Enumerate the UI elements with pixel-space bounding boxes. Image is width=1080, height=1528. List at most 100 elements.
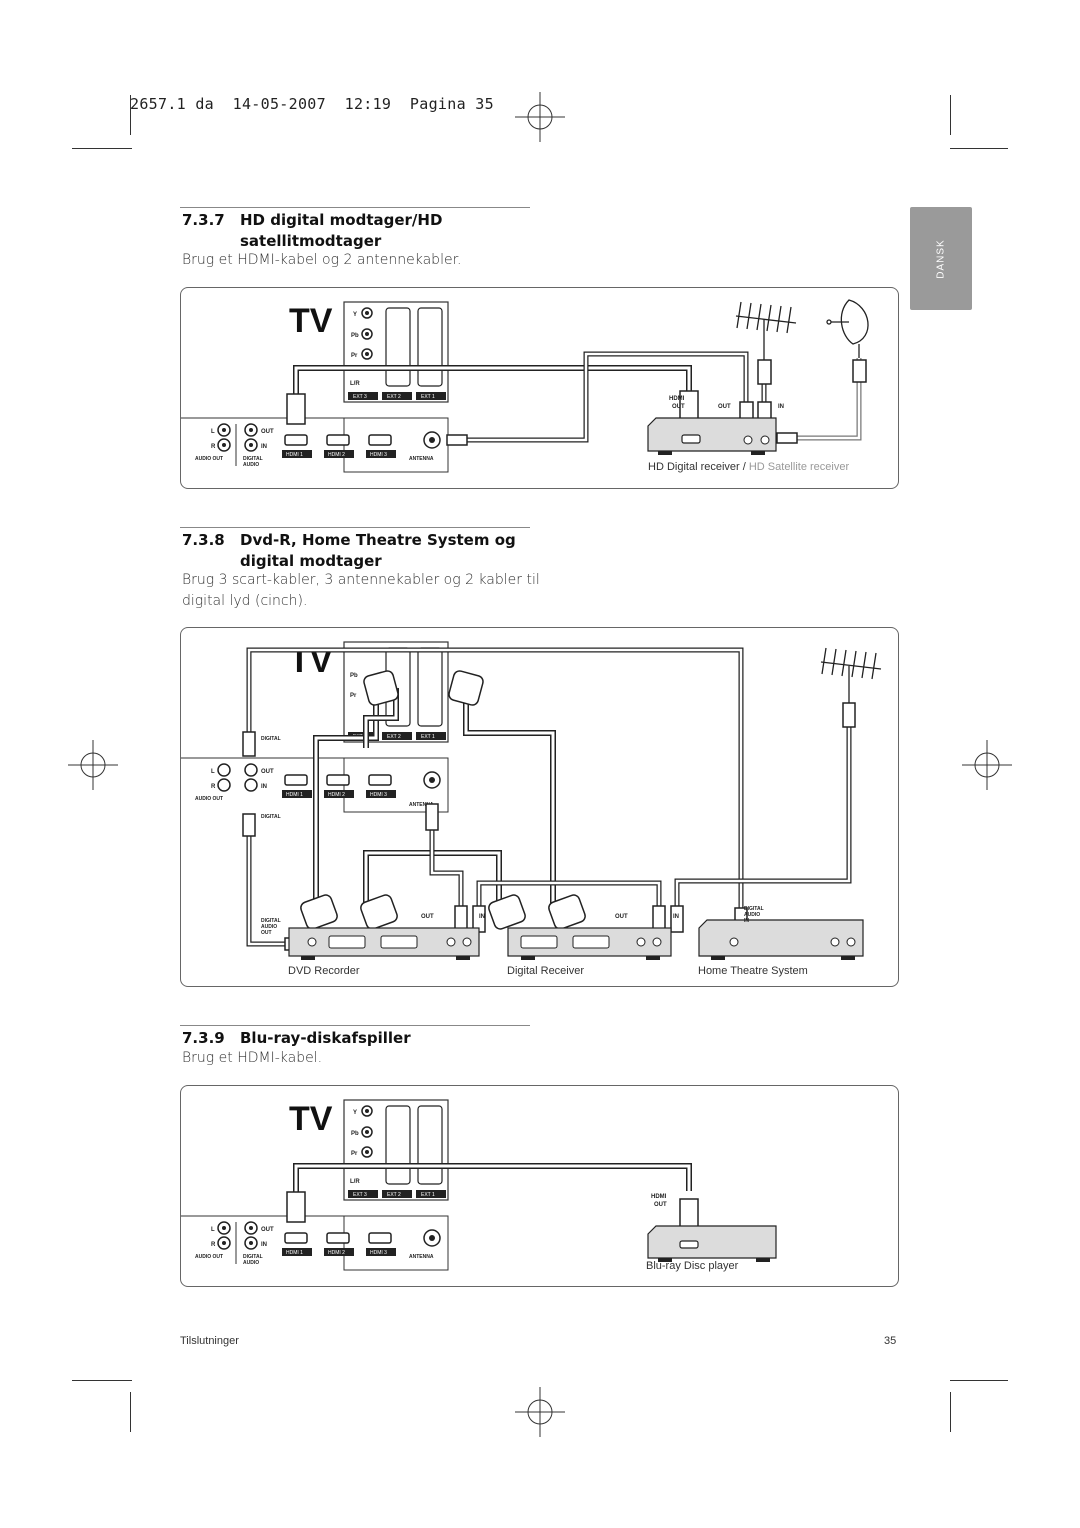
language-tab-label: DANSK: [935, 238, 947, 279]
r-label: R: [211, 784, 216, 790]
crop-mark: [72, 1380, 132, 1381]
crop-mark: [130, 1392, 131, 1432]
section-title-line1: Dvd-R, Home Theatre System og: [240, 531, 516, 549]
caption-bluray: Blu-ray Disc player: [646, 1260, 739, 1272]
section-body: Brug et HDMI-kabel.: [182, 1050, 323, 1066]
caption-hd-satellite: HD Satellite receiver: [749, 461, 850, 473]
registration-mark: [515, 92, 565, 142]
caption-hd-digital: HD Digital receiver /: [648, 461, 749, 473]
l-label: L: [211, 769, 215, 775]
language-tab: DANSK: [910, 207, 972, 310]
caption-home-theatre: Home Theatre System: [698, 965, 808, 977]
digital-audio-out-label: DIGITAL: [261, 736, 281, 742]
section-title-line2: satellitmodtager: [240, 232, 382, 250]
section-rule: [180, 527, 530, 528]
antenna-label: ANTENNA: [409, 1254, 434, 1260]
audio-out-label: AUDIO OUT: [195, 1254, 223, 1260]
receiver-out-label: OUT: [615, 914, 628, 920]
pr-label: Pr: [351, 1151, 358, 1157]
tv-logo: TV: [289, 302, 333, 340]
ext1-label: EXT 1: [421, 1192, 435, 1198]
hts-audio-label: AUDIO: [744, 912, 760, 918]
scart-ext1: [417, 307, 443, 387]
digital-word: DIGITAL: [261, 736, 281, 742]
dvdr-out-small-label: OUT: [261, 930, 272, 936]
caption-digital-receiver: Digital Receiver: [507, 965, 584, 977]
audio-label: AUDIO: [243, 1260, 259, 1266]
receiver-hdmi-out-label: OUT: [672, 404, 685, 410]
print-slug: 2657.1 da 14-05-2007 12:19 Pagina 35: [130, 95, 494, 113]
registration-mark: [962, 740, 1012, 790]
section-number: 7.3.7: [182, 211, 225, 229]
ext2-label: EXT 2: [387, 734, 401, 740]
receiver-ant-out-label: OUT: [718, 404, 731, 410]
hdmi1-label: HDMI 1: [286, 1250, 303, 1256]
r-label: R: [211, 1242, 216, 1248]
section-rule: [180, 207, 530, 208]
registration-mark: [515, 1387, 565, 1437]
dvd-recorder-box: [288, 927, 480, 960]
section-body-line1: Brug 3 scart-kabler, 3 antennekabler og …: [182, 572, 540, 588]
tv-logo: TV: [289, 1100, 333, 1138]
crop-mark: [950, 95, 951, 135]
l-label: L: [211, 429, 215, 435]
r-label: R: [211, 444, 216, 450]
in-label: IN: [261, 444, 267, 450]
diagram-dvdr-hts-svg: TV Pb Pr EXT 3 EXT 2 EXT 1 L R OUT IN AU…: [181, 641, 882, 977]
antenna-label: ANTENNA: [409, 456, 434, 462]
crop-mark: [130, 95, 131, 135]
ext2-label: EXT 2: [387, 394, 401, 400]
dvdr-out-label: OUT: [421, 914, 434, 920]
diagram1-caption: HD Digital receiver / HD Satellite recei…: [648, 461, 849, 473]
bluray-player-box: [647, 1225, 777, 1262]
diagram-hd-receiver-svg: TV Y Pb Pr L/R EXT 3 EXT 2 EXT 1: [181, 299, 869, 473]
crop-mark: [950, 1380, 1008, 1381]
hdmi2-label: HDMI 2: [328, 792, 345, 798]
digital-label: DIGITAL: [243, 456, 263, 462]
y-label: Y: [353, 312, 357, 318]
pr-label: Pr: [351, 353, 358, 359]
in-label: IN: [261, 1242, 267, 1248]
pr-label: Pr: [350, 693, 357, 699]
audio-out-label: AUDIO OUT: [195, 456, 223, 462]
diagram-bluray: TV Y Pb Pr L/R EXT 3 EXT 2 EXT 1 L R OUT…: [180, 1085, 899, 1287]
digital-label: DIGITAL: [243, 1254, 263, 1260]
hdmi3-label: HDMI 3: [370, 792, 387, 798]
ext2-label: EXT 2: [387, 1192, 401, 1198]
dvdr-audio-label: AUDIO: [261, 924, 277, 930]
antenna-label: ANTENNA: [409, 802, 434, 808]
section-body-line2: digital lyd (cinch).: [182, 593, 308, 609]
tv-panel: TV Y Pb Pr L/R EXT 3 EXT 2 EXT 1: [181, 301, 449, 473]
hdmi1-socket: [284, 434, 308, 446]
hd-receiver-box: [647, 417, 777, 455]
diagram-dvdr-hts-receiver: TV Pb Pr EXT 3 EXT 2 EXT 1 L R OUT IN AU…: [180, 627, 899, 987]
section-rule: [180, 1025, 530, 1026]
hdmi1-label: HDMI 1: [286, 792, 303, 798]
receiver-in-label: IN: [673, 914, 679, 920]
l-label: L: [211, 1227, 215, 1233]
caption-dvd-recorder: DVD Recorder: [288, 965, 360, 977]
receiver-ant-in-label: IN: [778, 404, 784, 410]
in-label: IN: [261, 784, 267, 790]
hdmi1-label: HDMI 1: [286, 452, 303, 458]
section-title-line2: digital modtager: [240, 552, 382, 570]
section-body: Brug 3 scart-kabler, 3 antennekabler og …: [182, 570, 540, 612]
aerial-icon: [820, 647, 882, 703]
digital-receiver-box: [507, 927, 672, 960]
hdmi2-label: HDMI 2: [328, 452, 345, 458]
bluray-hdmi-out-label: OUT: [654, 1202, 667, 1208]
ext3-label: EXT 3: [353, 394, 367, 400]
page-number: 35: [884, 1335, 897, 1347]
bluray-hdmi-label: HDMI: [651, 1194, 667, 1200]
satellite-dish-icon: [826, 299, 869, 358]
aerial-icon: [735, 301, 797, 360]
hts-digital-label: DIGITAL: [744, 906, 764, 912]
hdmi2-socket: [326, 434, 350, 446]
crop-mark: [950, 148, 1008, 149]
pb-label: Pb: [351, 333, 359, 339]
lr-label: L/R: [350, 381, 360, 387]
receiver-hdmi-label: HDMI: [669, 396, 685, 402]
crop-mark: [72, 148, 132, 149]
